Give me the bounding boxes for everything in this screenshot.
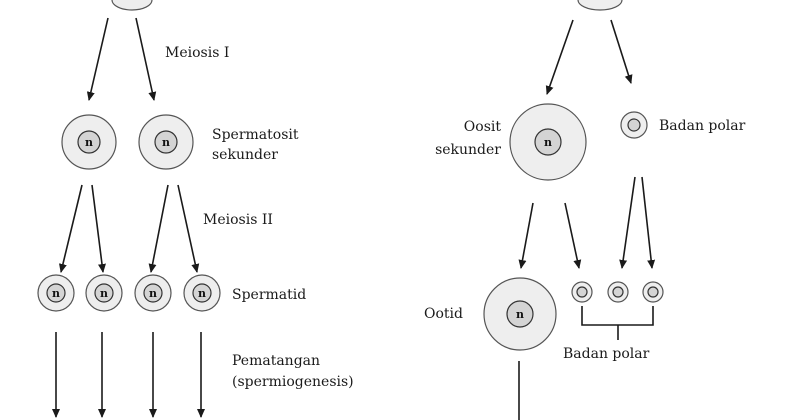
spermatid-4: n — [183, 274, 221, 312]
arrow-polar-2 — [619, 176, 636, 269]
oogenesis-meiosis1-arrows — [545, 19, 633, 95]
meiosis2-label: Meiosis II — [203, 212, 273, 228]
pematangan-label-line2: (spermiogenesis) — [232, 374, 354, 390]
pematangan-label-line1: Pematangan — [232, 353, 320, 369]
polar-body-1 — [571, 281, 593, 303]
primary-spermatocyte-partial — [111, 0, 153, 11]
nucleus-label: n — [149, 287, 157, 300]
primary-oocyte-partial — [577, 0, 623, 11]
nucleus-label: n — [544, 136, 552, 149]
nucleus-label: n — [52, 287, 60, 300]
polar-body-first — [620, 111, 648, 139]
arrow-ootid — [518, 202, 534, 269]
arrow-meiosis1-left — [86, 17, 109, 101]
badan-polar-bottom-label: Badan polar — [563, 346, 650, 362]
secondary-spermatocyte-1: n — [61, 114, 117, 170]
spermatid-3: n — [134, 274, 172, 312]
arrow-meiosis2-2 — [91, 184, 106, 273]
polar-bodies-bracket — [581, 306, 654, 340]
nucleus-label: n — [516, 308, 524, 321]
nucleus-label: n — [162, 136, 170, 149]
spermatosit-label-line1: Spermatosit — [212, 127, 299, 143]
badan-polar-top-label: Badan polar — [659, 118, 746, 134]
polar-body-2 — [607, 281, 629, 303]
nucleus-label: n — [198, 287, 206, 300]
spermatid-label: Spermatid — [232, 287, 306, 303]
oosit-label-line1: Oosit — [464, 119, 502, 135]
arrow-meiosis2-4 — [177, 184, 200, 273]
spermatid-2: n — [85, 274, 123, 312]
arrow-meiosis2-3 — [148, 184, 169, 273]
spermatosit-label-line2: sekunder — [212, 147, 278, 163]
arrow-oocyte-right — [610, 19, 633, 84]
meiosis1-arrows — [86, 17, 157, 101]
polar-body-3 — [642, 281, 664, 303]
arrow-meiosis1-right — [135, 17, 157, 101]
oogenesis-meiosis2-arrows — [518, 176, 656, 269]
arrow-oocyte-left — [545, 19, 574, 95]
meiosis1-label: Meiosis I — [165, 45, 229, 61]
arrow-polar-3 — [641, 176, 656, 269]
meiosis2-arrows — [58, 184, 200, 273]
secondary-oocyte: n — [509, 103, 587, 181]
maturation-arrows — [52, 332, 205, 418]
ootid: n — [483, 277, 557, 351]
arrow-polar-1 — [564, 202, 582, 269]
nucleus-label: n — [85, 136, 93, 149]
nucleus-label: n — [100, 287, 108, 300]
spermatid-1: n — [37, 274, 75, 312]
oosit-label-line2: sekunder — [435, 142, 501, 158]
secondary-spermatocyte-2: n — [138, 114, 194, 170]
arrow-meiosis2-1 — [58, 184, 83, 273]
ootid-label: Ootid — [424, 306, 463, 322]
